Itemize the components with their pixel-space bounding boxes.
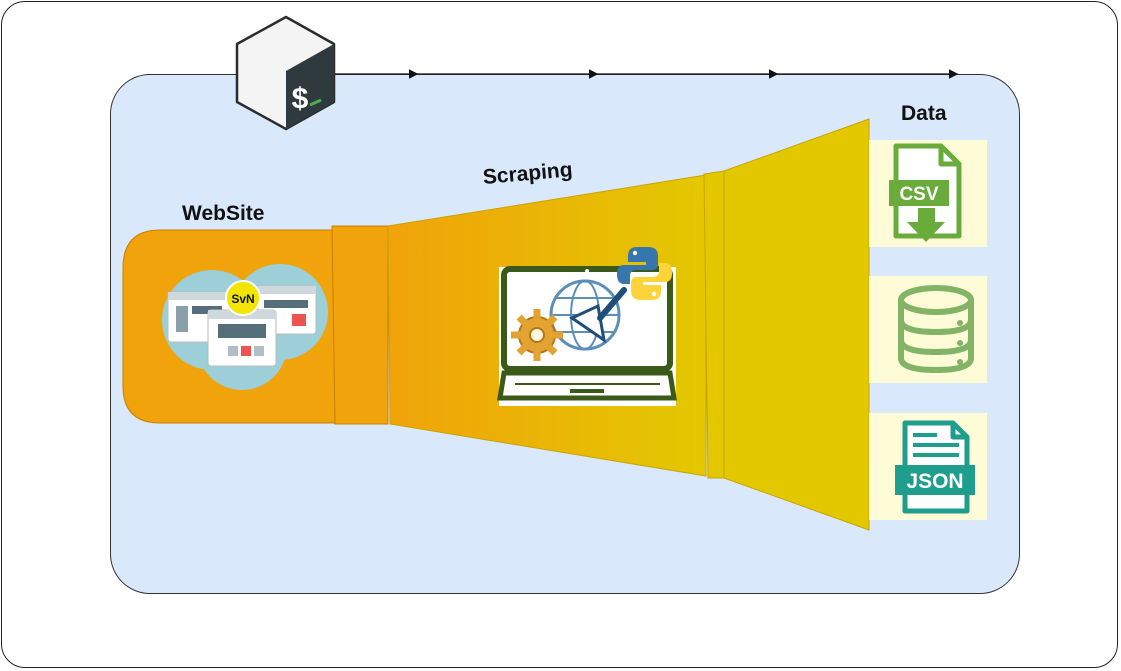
database-output-card — [869, 276, 987, 383]
json-file-icon: JSON — [895, 420, 975, 514]
gear-icon — [511, 309, 563, 361]
csv-file-download-icon: CSV — [889, 143, 962, 242]
bash-terminal-icon: $ — [235, 15, 336, 131]
website-stage-label: WebSite — [182, 202, 265, 225]
csv-label: CSV — [899, 184, 938, 205]
csv-output-card: CSV — [869, 140, 987, 247]
json-output-card: JSON — [869, 413, 987, 520]
globe-with-scraper-icon — [549, 279, 627, 351]
data-stage-label: Data — [901, 102, 947, 125]
svg-text:$: $ — [291, 84, 309, 118]
database-icon — [898, 285, 974, 374]
website-badge-label: SvN — [231, 292, 254, 306]
python-logo-icon — [617, 247, 672, 300]
website-pages-icon — [162, 264, 328, 390]
json-label: JSON — [906, 470, 963, 493]
